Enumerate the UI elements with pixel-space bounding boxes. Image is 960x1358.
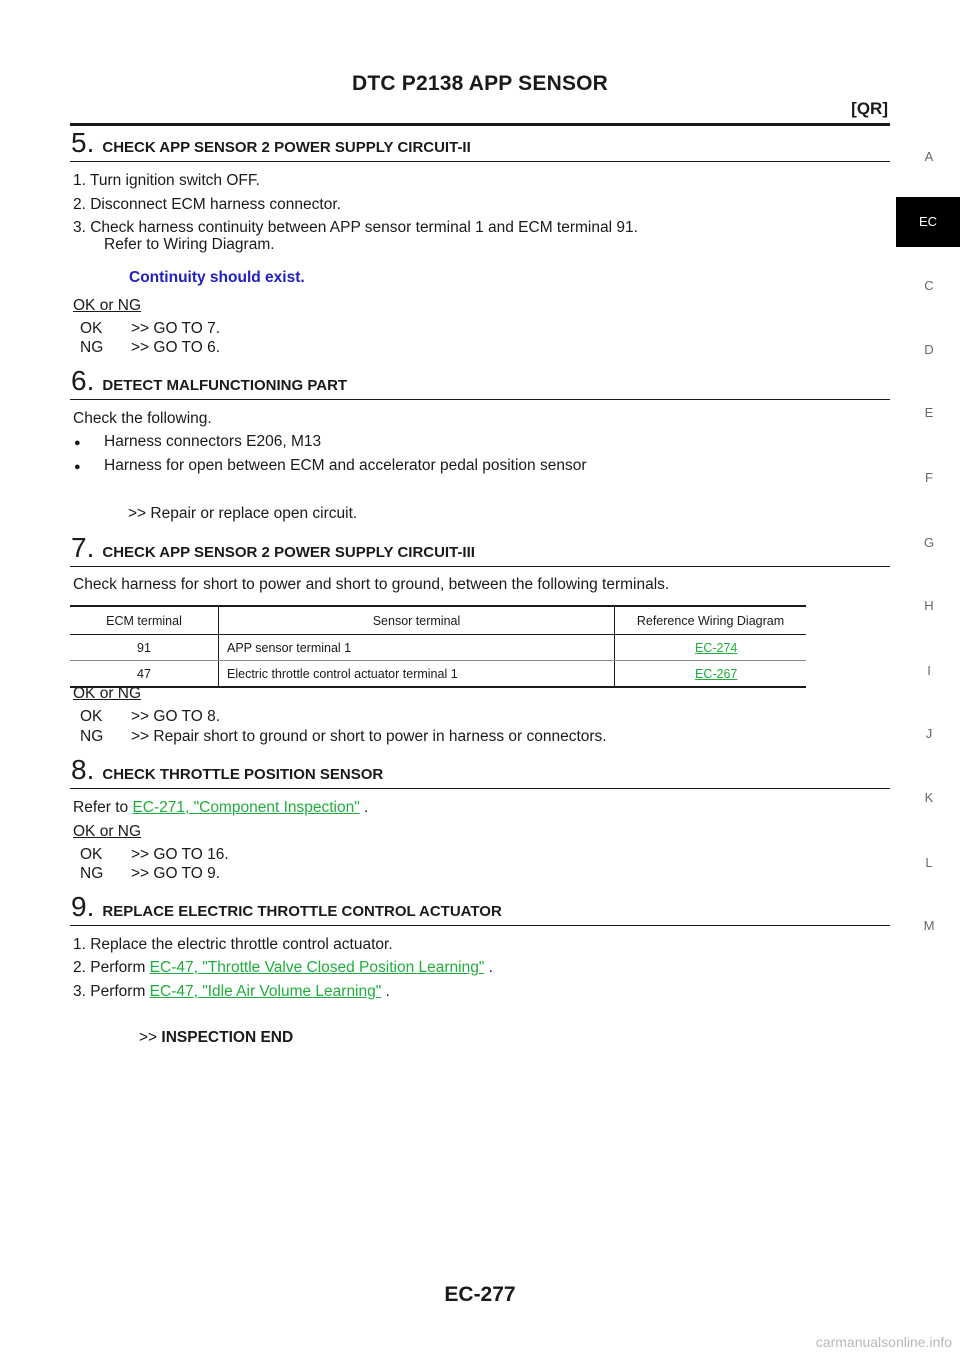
instruction-continued: Refer to Wiring Diagram. <box>104 236 275 253</box>
header-rule <box>70 123 890 126</box>
instruction: 1. Replace the electric throttle control… <box>73 936 393 953</box>
table-cell: 47 <box>70 660 219 688</box>
step-5-heading: 5. CHECK APP SENSOR 2 POWER SUPPLY CIRCUI… <box>71 127 471 159</box>
step-rule <box>70 161 890 162</box>
side-tab-c[interactable]: C <box>924 278 934 293</box>
step-rule <box>70 925 890 926</box>
table-cell-link: EC-267 <box>614 660 806 688</box>
instruction: 2. Disconnect ECM harness connector. <box>73 196 341 213</box>
instruction-prefix: 3. Perform <box>73 983 146 1000</box>
side-tab-k[interactable]: K <box>924 790 934 805</box>
instruction-suffix: . <box>385 983 390 1000</box>
step-number: 9. <box>71 891 95 922</box>
ok-key: OK <box>80 320 103 337</box>
instruction: 1. Turn ignition switch OFF. <box>73 172 260 189</box>
step-7-heading: 7. CHECK APP SENSOR 2 POWER SUPPLY CIRCUI… <box>71 532 475 564</box>
column-header: Sensor terminal <box>218 605 615 635</box>
side-tab-f[interactable]: F <box>925 470 933 485</box>
table-row: 47 Electric throttle control actuator te… <box>70 660 806 688</box>
step-number: 7. <box>71 532 95 563</box>
end-label: INSPECTION END <box>161 1029 294 1046</box>
step-title: CHECK APP SENSOR 2 POWER SUPPLY CIRCUIT-… <box>102 139 471 156</box>
ng-result: >> GO TO 6. <box>131 339 221 356</box>
ok-key: OK <box>80 846 103 863</box>
ng-key: NG <box>80 865 104 882</box>
bullet-icon: ● <box>74 461 81 473</box>
table-cell-link: EC-274 <box>614 634 806 661</box>
side-tab-j[interactable]: J <box>925 726 933 741</box>
refer-suffix: . <box>364 799 369 816</box>
ng-key: NG <box>80 339 104 356</box>
idle-air-learning-link[interactable]: EC-47, "Idle Air Volume Learning" <box>149 983 382 1000</box>
side-tab-m[interactable]: M <box>923 918 935 933</box>
ok-or-ng-label: OK or NG <box>73 823 142 840</box>
step-6-heading: 6. DETECT MALFUNCTIONING PART <box>71 365 347 397</box>
bullet-item: Harness for open between ECM and acceler… <box>104 457 587 474</box>
step-title: REPLACE ELECTRIC THROTTLE CONTROL ACTUAT… <box>102 903 502 920</box>
side-tab-h[interactable]: H <box>924 598 934 613</box>
step-rule <box>70 566 890 567</box>
ok-result: >> GO TO 8. <box>131 708 221 725</box>
ok-or-ng-label: OK or NG <box>73 685 142 702</box>
ok-or-ng-label: OK or NG <box>73 297 142 314</box>
table-cell: APP sensor terminal 1 <box>218 634 615 661</box>
side-tab-g[interactable]: G <box>923 535 935 550</box>
terminal-table: ECM terminal Sensor terminal Reference W… <box>70 605 806 688</box>
step-title: CHECK THROTTLE POSITION SENSOR <box>102 766 384 783</box>
instruction-suffix: . <box>488 959 493 976</box>
page-title: DTC P2138 APP SENSOR <box>351 72 609 95</box>
step-number: 6. <box>71 365 95 396</box>
step-8-heading: 8. CHECK THROTTLE POSITION SENSOR <box>71 754 383 786</box>
table-cell: 91 <box>70 634 219 661</box>
ok-result: >> GO TO 7. <box>131 320 221 337</box>
table-cell: Electric throttle control actuator termi… <box>218 660 615 688</box>
table-row: 91 APP sensor terminal 1 EC-274 <box>70 634 806 661</box>
page-number: EC-277 <box>444 1283 516 1306</box>
instruction-prefix: 2. Perform <box>73 959 146 976</box>
column-header: ECM terminal <box>70 605 219 635</box>
side-tab-ec-active[interactable]: EC <box>896 197 960 247</box>
step-number: 8. <box>71 754 95 785</box>
side-tab-e[interactable]: E <box>924 405 934 420</box>
step-number: 5. <box>71 127 95 158</box>
instruction: Check harness for short to power and sho… <box>73 576 670 593</box>
ok-key: OK <box>80 708 103 725</box>
ok-result: >> GO TO 16. <box>131 846 229 863</box>
step-9-heading: 9. REPLACE ELECTRIC THROTTLE CONTROL ACTU… <box>71 891 502 923</box>
action-result: >> Repair or replace open circuit. <box>128 505 358 522</box>
engine-code: [QR] <box>851 99 888 118</box>
ng-result: >> GO TO 9. <box>131 865 221 882</box>
refer-prefix: Refer to <box>73 799 129 816</box>
ng-key: NG <box>80 728 104 745</box>
instruction-with-link: 2. Perform EC-47, "Throttle Valve Closed… <box>73 959 493 977</box>
inspection-end: >> INSPECTION END <box>139 1029 293 1047</box>
ng-result: >> Repair short to ground or short to po… <box>131 728 607 745</box>
throttle-learning-link[interactable]: EC-47, "Throttle Valve Closed Position L… <box>149 959 485 976</box>
step-rule <box>70 399 890 400</box>
watermark: carmanualsonline.info <box>815 1334 952 1350</box>
component-inspection-link[interactable]: EC-271, "Component Inspection" <box>132 799 360 816</box>
instruction: Check the following. <box>73 410 212 427</box>
side-tab-d[interactable]: D <box>924 342 934 357</box>
wiring-diagram-link[interactable]: EC-267 <box>695 666 738 681</box>
instruction-with-link: 3. Perform EC-47, "Idle Air Volume Learn… <box>73 983 390 1001</box>
bullet-icon: ● <box>74 437 81 449</box>
side-tab-a[interactable]: A <box>924 149 934 164</box>
spec-text: Continuity should exist. <box>129 269 305 286</box>
bullet-item: Harness connectors E206, M13 <box>104 433 322 450</box>
table-header-row: ECM terminal Sensor terminal Reference W… <box>70 605 806 635</box>
side-tab-l[interactable]: L <box>925 855 933 870</box>
end-prefix: >> <box>139 1029 158 1046</box>
column-header: Reference Wiring Diagram <box>614 605 806 635</box>
step-title: CHECK APP SENSOR 2 POWER SUPPLY CIRCUIT-… <box>102 544 475 561</box>
instruction: 3. Check harness continuity between APP … <box>73 219 638 236</box>
step-title: DETECT MALFUNCTIONING PART <box>102 377 348 394</box>
side-tab-i[interactable]: I <box>927 663 931 678</box>
refer-line: Refer to EC-271, "Component Inspection" … <box>73 799 368 817</box>
wiring-diagram-link[interactable]: EC-274 <box>695 640 738 655</box>
step-rule <box>70 788 890 789</box>
